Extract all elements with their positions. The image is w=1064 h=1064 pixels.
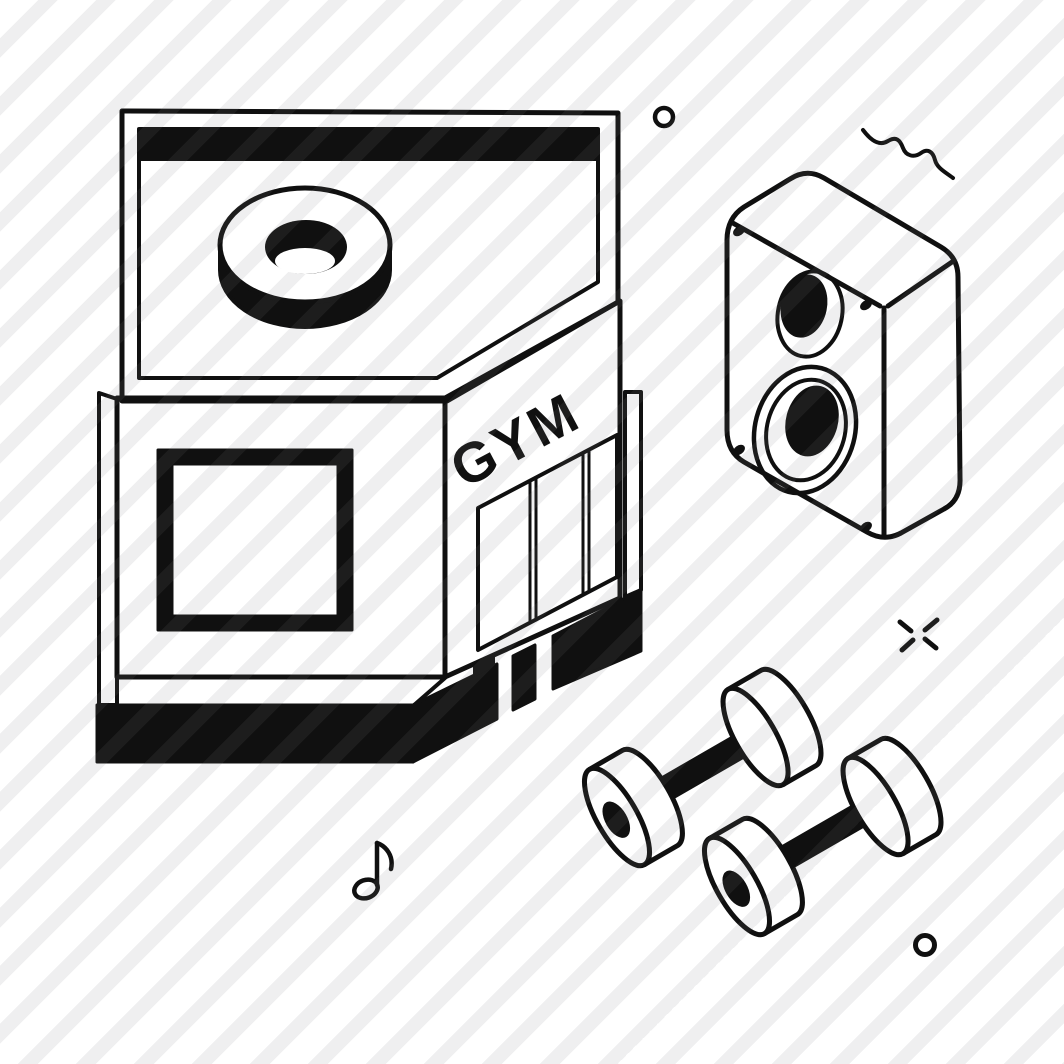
base-side-band-a [411, 662, 499, 764]
x-stroke-ur [922, 617, 940, 633]
bar [779, 804, 866, 869]
base-side-band-b [511, 643, 537, 712]
plate-top [217, 185, 393, 305]
bar [659, 735, 746, 800]
far-plate-body [725, 666, 824, 788]
near-plate-face [582, 765, 652, 869]
speaker-body [724, 170, 963, 540]
near-plate-body [587, 746, 685, 868]
gym-building: GYM [95, 108, 643, 764]
speaker-screw-br [860, 521, 872, 533]
music-note-icon [352, 840, 394, 901]
dumbbell-right [702, 735, 944, 938]
circle-accent-top-icon [652, 105, 676, 129]
woofer-inner-ring [764, 377, 848, 483]
speaker-woofer [751, 364, 859, 496]
woofer-outer-ring [751, 364, 859, 496]
building-left-edge [97, 391, 119, 707]
plate-hole-inner [275, 248, 335, 274]
speaker-screw-tl [733, 225, 745, 237]
gym-sign-text: GYM [440, 380, 590, 500]
plate-hole [602, 801, 631, 838]
far-plate-face [840, 754, 911, 858]
speaker-tweeter [775, 269, 845, 359]
base-side-stripe [473, 655, 495, 677]
near-plate-body [707, 815, 805, 937]
note-flag [374, 840, 394, 872]
tweeter-ring [775, 269, 845, 359]
storefront-windows [476, 433, 619, 652]
corner-pillar [623, 390, 643, 599]
speaker-top-side-seam [885, 259, 955, 309]
tweeter-cone [780, 274, 828, 338]
speaker-screw-tr [860, 299, 872, 311]
near-plate-face [702, 834, 772, 938]
building-body: GYM [95, 298, 643, 764]
speaker [724, 128, 963, 540]
building-side-face [442, 298, 623, 680]
far-plate-face [720, 685, 791, 789]
speaker-front-top-seam [728, 219, 883, 309]
billboard-panel [137, 127, 600, 380]
base-front-band [95, 703, 415, 764]
x-stroke-ul [897, 619, 914, 634]
sparkle-x-icon [897, 617, 940, 653]
front-window [156, 448, 354, 632]
billboard-sign [119, 108, 621, 404]
building-base [95, 589, 643, 764]
far-plate-body [845, 735, 944, 857]
billboard-header-band [139, 129, 598, 161]
plate-hole [722, 870, 751, 907]
sound-wave-squiggle-icon [861, 128, 955, 180]
circle-accent-bottom-icon [913, 933, 937, 957]
x-stroke-ll [899, 637, 916, 653]
x-stroke-lr [922, 636, 939, 651]
dumbbell-left [582, 666, 824, 869]
speaker-screw-bl [733, 444, 745, 456]
side-window-frame [476, 433, 619, 652]
weight-plate-icon [217, 185, 393, 329]
woofer-cone [785, 385, 839, 457]
base-side-band-c [551, 589, 643, 691]
